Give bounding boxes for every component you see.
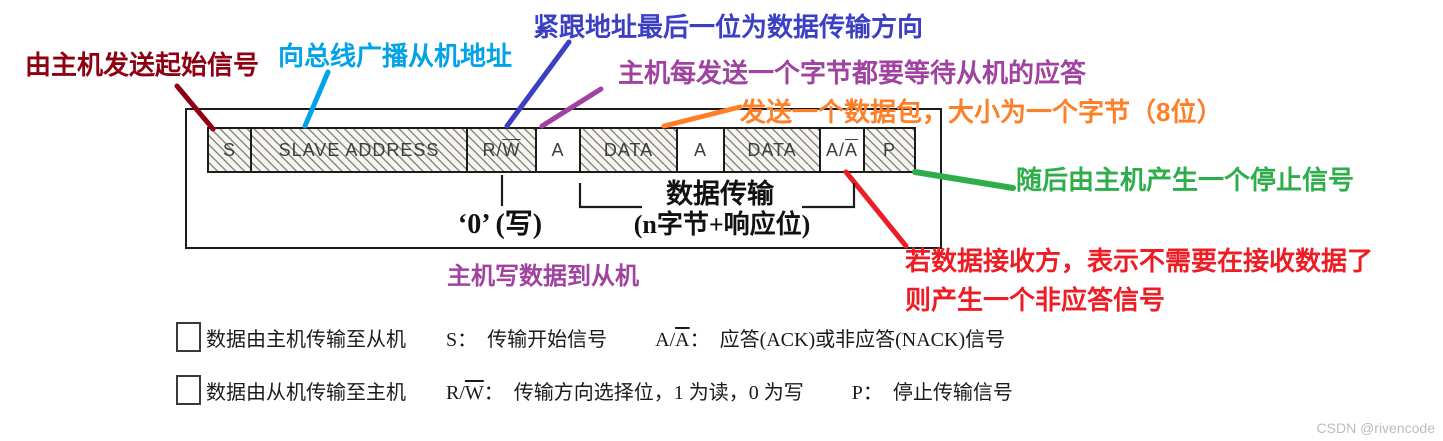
data-transfer-subtitle: (n字节+响应位) <box>633 210 811 239</box>
frame-row: S SLAVE ADDRESS R/W A DATA A DATA A/A P <box>207 127 916 173</box>
legend-value: 传输方向选择位，1 为读，0 为写 <box>513 381 804 404</box>
annotation-master-write: 主机写数据到从机 <box>447 263 639 290</box>
frame-box-label: S <box>222 140 236 160</box>
annotation-nack-line2: 则产生一个非应答信号 <box>905 285 1166 315</box>
legend-value: 应答(ACK)或非应答(NACK)信号 <box>719 328 1006 351</box>
annotation-nack-line1: 若数据接收方，表示不需要在接收数据了 <box>905 246 1374 276</box>
legend-item: R/W： 传输方向选择位，1 为读，0 为写 <box>446 376 804 405</box>
frame-box-label: DATA <box>603 140 654 160</box>
legend-key: P： <box>851 381 883 404</box>
legend-key: R/W： <box>446 381 504 404</box>
frame-box-slave-address: SLAVE ADDRESS <box>250 127 468 173</box>
annotation-rw-direction: 紧跟地址最后一位为数据传输方向 <box>533 12 924 42</box>
legend-item: A/A： 应答(ACK)或非应答(NACK)信号 <box>655 323 1005 352</box>
frame-box-data: DATA <box>723 127 821 173</box>
annotation-data-packet: 发送一个数据包，大小为一个字节（8位） <box>740 97 1223 127</box>
frame-box-label: SLAVE ADDRESS <box>278 140 440 160</box>
frame-box-p: P <box>863 127 916 173</box>
frame-box-r-w: R/W <box>466 127 537 173</box>
frame-box-label: P <box>882 140 896 160</box>
frame-box-a-a: A/A <box>819 127 865 173</box>
legend: 数据由主机传输至从机 S： 传输开始信号 A/A： 应答(ACK)或非应答(NACK)信… <box>176 320 1061 426</box>
legend-desc: 数据由主机传输至从机 <box>206 328 406 351</box>
frame-box-label: DATA <box>747 140 797 160</box>
legend-swatch-plain <box>176 375 201 405</box>
frame-box-label: R/W <box>482 140 521 160</box>
legend-item: P： 停止传输信号 <box>852 376 1013 405</box>
frame-box-a: A <box>535 127 581 173</box>
frame-box-label: A <box>551 140 565 160</box>
legend-row-1: 数据由主机传输至从机 S： 传输开始信号 A/A： 应答(ACK)或非应答(NACK)信… <box>176 320 1061 354</box>
legend-key: S： <box>446 328 478 351</box>
frame-box-a: A <box>676 127 725 173</box>
legend-value: 停止传输信号 <box>892 381 1013 404</box>
annotation-stop-signal: 随后由主机产生一个停止信号 <box>1016 165 1355 195</box>
frame-box-data: DATA <box>579 127 678 173</box>
legend-item: S： 传输开始信号 <box>446 323 607 352</box>
legend-row-2: 数据由从机传输至主机 R/W： 传输方向选择位，1 为读，0 为写 P： 停止传输信号 <box>176 373 1061 407</box>
legend-desc: 数据由从机传输至主机 <box>206 381 406 404</box>
frame-box-s: S <box>207 127 252 173</box>
annotation-slave-address: 向总线广播从机地址 <box>278 41 513 71</box>
frame-box-label: A/A <box>825 140 859 160</box>
annotation-ack-wait: 主机每发送一个字节都要等待从机的应答 <box>618 58 1087 88</box>
legend-swatch-hatched <box>176 322 201 352</box>
legend-key: A/A： <box>655 328 710 351</box>
watermark: CSDN @rivencode <box>1316 420 1435 436</box>
annotation-start-signal: 由主机发送起始信号 <box>25 50 260 80</box>
legend-value: 传输开始信号 <box>487 328 608 351</box>
data-transfer-title: 数据传输 <box>666 179 774 209</box>
write-bit-label: ‘0’ (写) <box>457 209 543 240</box>
frame-box-label: A <box>693 140 707 160</box>
